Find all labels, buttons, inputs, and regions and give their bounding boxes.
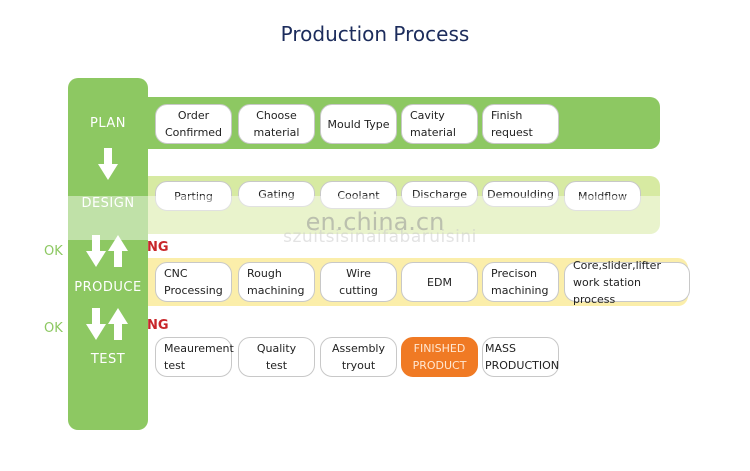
stage-column	[68, 78, 148, 430]
step-cnc-processing: CNC Processing	[155, 262, 232, 302]
arrow-down-icon	[98, 148, 118, 180]
step-mass-production: MASS PRODUCTION	[482, 337, 559, 377]
step-discharge: Discharge	[401, 181, 478, 207]
arrow-up-icon	[108, 308, 128, 340]
ok-label: OK	[44, 244, 63, 259]
step-quality-test: Quality test	[238, 337, 315, 377]
stage-plan-label: PLAN	[90, 116, 126, 131]
step-assembly-tryout: Assembly tryout	[320, 337, 397, 377]
step-gating: Gating	[238, 181, 315, 207]
step-mould-type: Mould Type	[320, 104, 397, 144]
step-measurement-test: Meaurement test	[155, 337, 234, 377]
arrow-up-icon	[108, 235, 128, 267]
stage-produce-label: PRODUCE	[74, 280, 142, 295]
ng-label: NG	[147, 240, 169, 255]
step-edm: EDM	[401, 262, 478, 302]
step-rough-machining: Rough machining	[238, 262, 315, 302]
step-wire-cutting: Wire cutting	[320, 262, 397, 302]
step-demoulding: Demoulding	[482, 181, 559, 207]
step-order-confirmed: Order Confirmed	[155, 104, 232, 144]
step-coolant: Coolant	[320, 181, 397, 209]
ng-label: NG	[147, 318, 169, 333]
stage-test-label: TEST	[90, 352, 126, 367]
step-finished-product: FINISHED PRODUCT	[401, 337, 478, 377]
stage-design-label: DESIGN	[81, 196, 135, 211]
step-precision-machining: Precison machining	[482, 262, 559, 302]
step-cavity-material: Cavity material	[401, 104, 478, 144]
arrow-down-icon	[86, 308, 106, 340]
step-moldflow: Moldflow	[564, 181, 641, 211]
arrow-down-icon	[86, 235, 106, 267]
step-finish-request: Finish request	[482, 104, 559, 144]
step-core-slider-lifter: Core,slider,lifter work station process	[564, 259, 690, 306]
step-parting: Parting	[155, 181, 232, 211]
step-choose-material: Choose material	[238, 104, 315, 144]
ok-label: OK	[44, 321, 63, 336]
page-title: Production Process	[280, 22, 470, 46]
